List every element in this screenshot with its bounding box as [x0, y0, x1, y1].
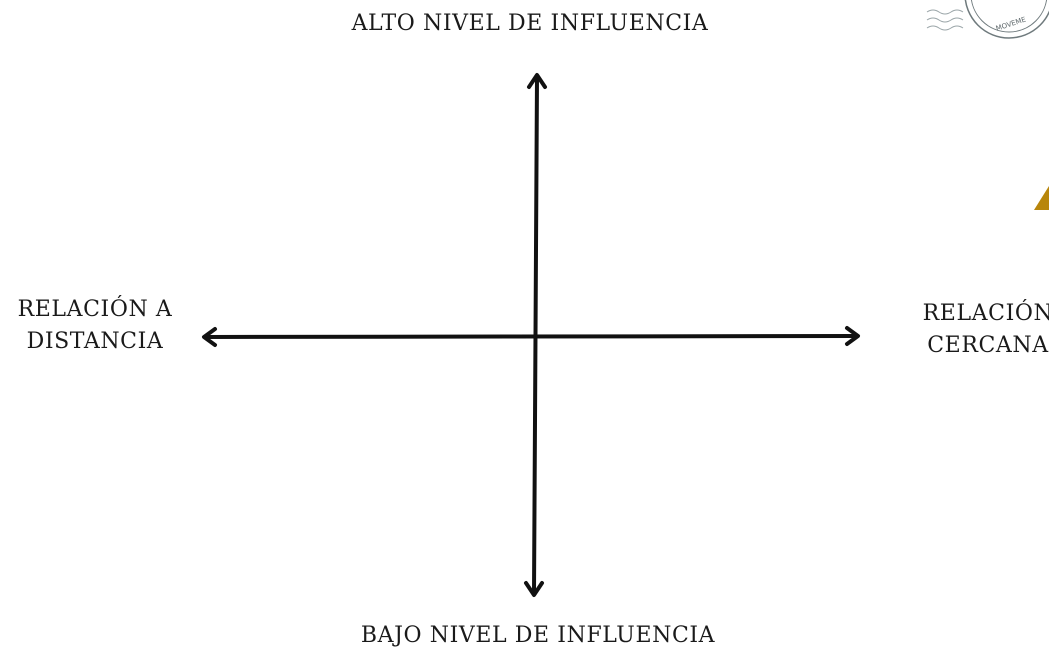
left-label-line-1: RELACIÓN A: [17, 297, 173, 322]
arrow-up-icon: [527, 73, 547, 89]
left-label-line-2: DISTANCIA: [26, 329, 164, 354]
right-label-line-1: RELACIÓN: [922, 301, 1049, 326]
gold-triangle-icon: [1030, 186, 1049, 212]
left-label: RELACIÓN A DISTANCIA: [10, 294, 180, 358]
top-label: ALTO NIVEL DE INFLUENCIA: [351, 11, 709, 36]
right-label: RELACIÓN CERCANA: [908, 298, 1049, 362]
arrow-left-icon: [202, 327, 217, 347]
postmark-stamp-icon: MOVEME: [925, 0, 1049, 40]
stamp-text: MOVEME: [995, 16, 1027, 33]
bottom-label: BAJO NIVEL DE INFLUENCIA: [360, 623, 716, 648]
arrow-right-icon: [845, 326, 860, 346]
horizontal-axis: [204, 334, 858, 339]
right-label-line-2: CERCANA: [927, 333, 1049, 358]
arrow-down-icon: [524, 581, 544, 597]
